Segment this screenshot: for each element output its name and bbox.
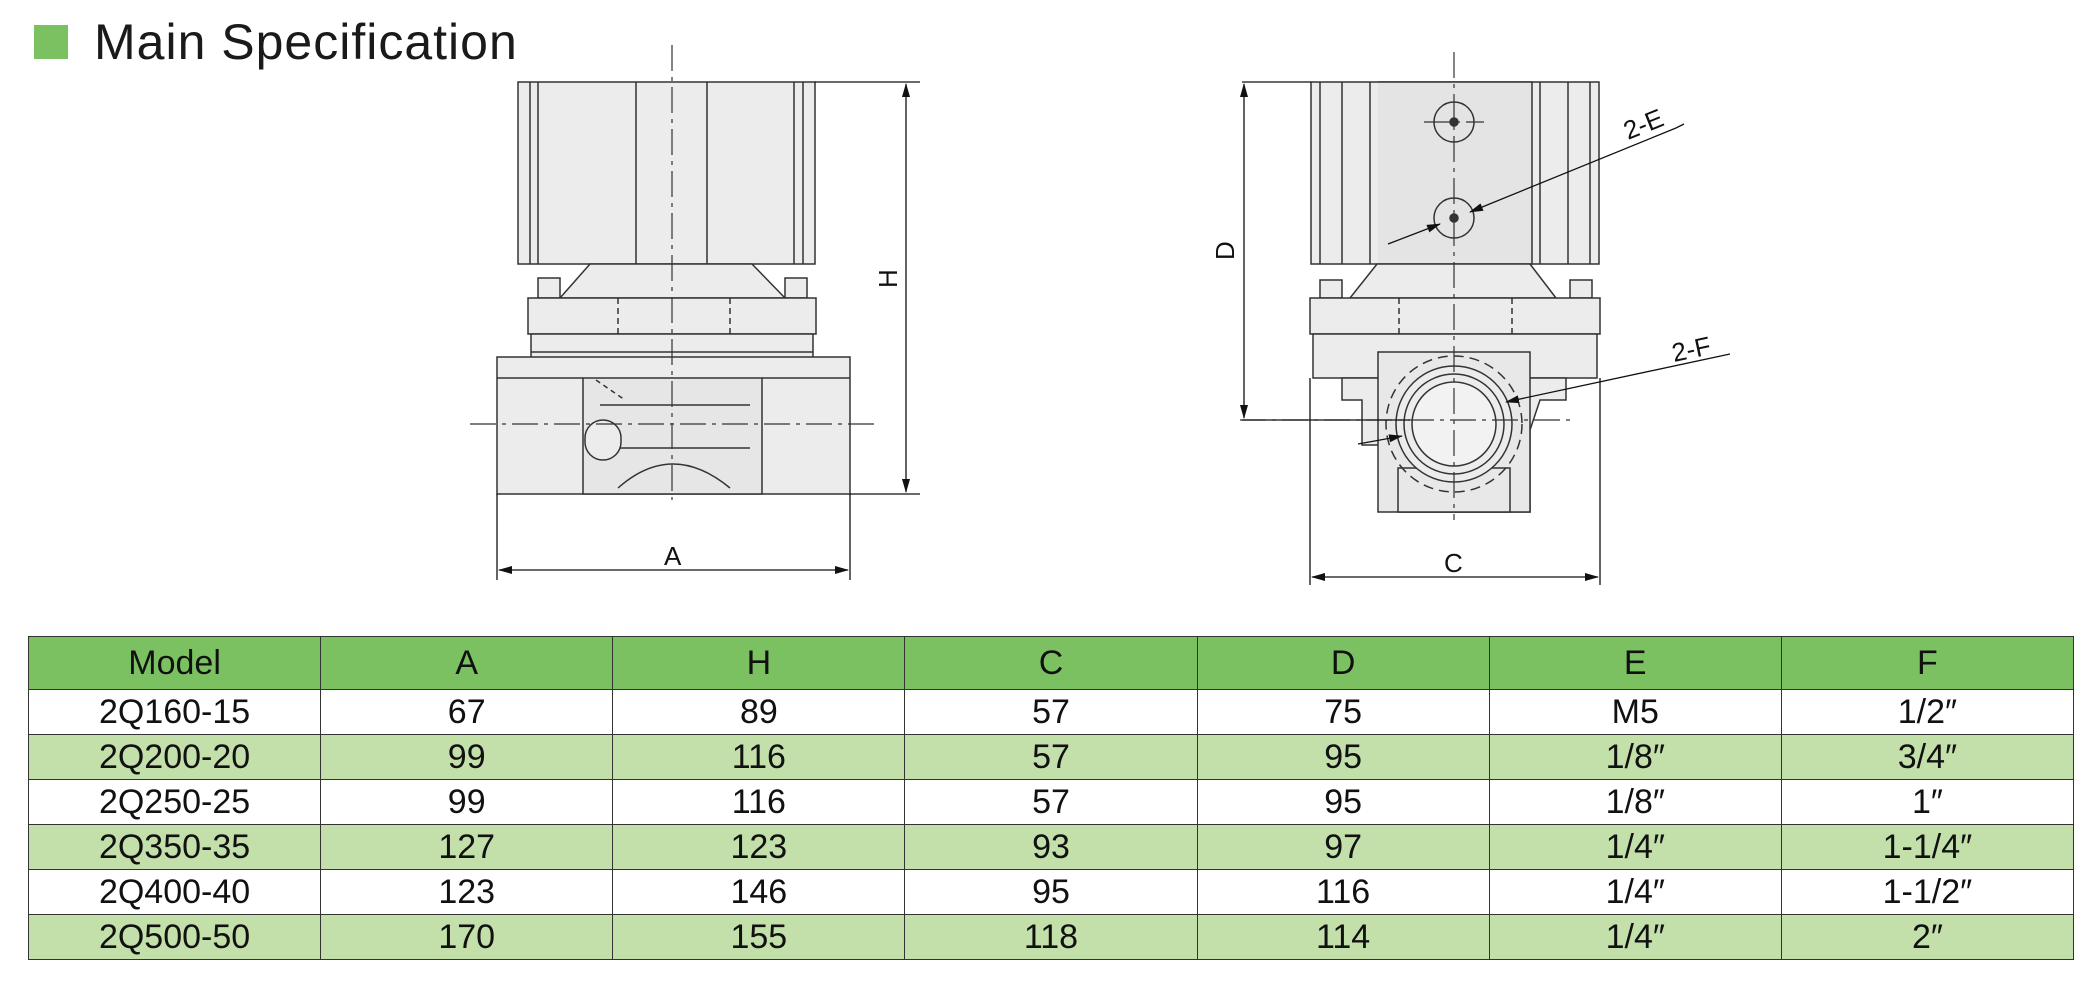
side-neck [1348, 263, 1558, 299]
front-centerlines [470, 45, 880, 500]
table-row: 2Q250-25 99 116 57 95 1/8″ 1″ [27, 779, 2075, 825]
table-row: 2Q160-15 67 89 57 75 M5 1/2″ [27, 689, 2075, 735]
table-cell: 116 [612, 779, 906, 825]
table-cell: 2Q200-20 [27, 734, 322, 780]
table-row: 2Q500-50 170 155 118 114 1/4″ 2″ [27, 914, 2075, 960]
table-cell: 1-1/2″ [1780, 869, 2075, 915]
col-header: D [1196, 636, 1490, 690]
table-header-row: Model A H C D E F [27, 636, 2075, 690]
table-cell: 95 [1196, 734, 1490, 780]
table-cell: 1-1/4″ [1780, 824, 2075, 870]
table-cell: 57 [904, 734, 1198, 780]
table-cell: 1/8″ [1488, 779, 1782, 825]
valve-dimension-drawing: A H [470, 45, 1731, 585]
table-cell: 75 [1196, 689, 1490, 735]
table-cell: 1″ [1780, 779, 2075, 825]
col-header: E [1488, 636, 1782, 690]
table-cell: M5 [1488, 689, 1782, 735]
col-header: Model [27, 636, 322, 690]
table-cell: 1/4″ [1488, 824, 1782, 870]
dim-label-2f: 2-F [1669, 330, 1713, 367]
table-cell: 95 [1196, 779, 1490, 825]
table-cell: 114 [1196, 914, 1490, 960]
side-dimensions [1240, 81, 1731, 585]
table-cell: 57 [904, 689, 1198, 735]
table-cell: 146 [612, 869, 906, 915]
spec-table: Model A H C D E F 2Q160-15 67 89 57 75 M… [27, 636, 2075, 960]
dim-label-h: H [873, 269, 903, 288]
col-header: F [1780, 636, 2075, 690]
dim-label-2e: 2-E [1619, 103, 1668, 146]
dim-label-a: A [664, 541, 682, 571]
table-cell: 1/4″ [1488, 869, 1782, 915]
table-cell: 1/8″ [1488, 734, 1782, 780]
dim-label-c: C [1444, 548, 1463, 578]
table-cell: 89 [612, 689, 906, 735]
table-cell: 1/4″ [1488, 914, 1782, 960]
table-cell: 2Q500-50 [27, 914, 322, 960]
col-header: H [612, 636, 906, 690]
table-cell: 118 [904, 914, 1198, 960]
table-row: 2Q350-35 127 123 93 97 1/4″ 1-1/4″ [27, 824, 2075, 870]
table-cell: 123 [612, 824, 906, 870]
front-view [496, 81, 851, 495]
table-cell: 155 [612, 914, 906, 960]
table-cell: 95 [904, 869, 1198, 915]
table-cell: 3/4″ [1780, 734, 2075, 780]
table-cell: 67 [320, 689, 614, 735]
table-cell: 57 [904, 779, 1198, 825]
table-cell: 97 [1196, 824, 1490, 870]
table-cell: 99 [320, 779, 614, 825]
table-cell: 123 [320, 869, 614, 915]
front-coil [517, 81, 816, 265]
page-title: Main Specification [94, 14, 518, 70]
table-cell: 2″ [1780, 914, 2075, 960]
table-cell: 2Q250-25 [27, 779, 322, 825]
col-header: C [904, 636, 1198, 690]
table-cell: 1/2″ [1780, 689, 2075, 735]
col-header: A [320, 636, 614, 690]
side-bonnet [1309, 297, 1601, 335]
table-row: 2Q200-20 99 116 57 95 1/8″ 3/4″ [27, 734, 2075, 780]
table-cell: 127 [320, 824, 614, 870]
table-cell: 93 [904, 824, 1198, 870]
section-title: Main Specification [34, 12, 518, 72]
table-cell: 2Q160-15 [27, 689, 322, 735]
table-cell: 116 [1196, 869, 1490, 915]
dim-label-d: D [1210, 241, 1240, 260]
table-row: 2Q400-40 123 146 95 116 1/4″ 1-1/2″ [27, 869, 2075, 915]
table-cell: 170 [320, 914, 614, 960]
table-cell: 2Q400-40 [27, 869, 322, 915]
table-cell: 2Q350-35 [27, 824, 322, 870]
table-cell: 99 [320, 734, 614, 780]
front-dimensions [496, 81, 920, 580]
side-view [1309, 81, 1601, 513]
green-square-icon [34, 25, 68, 59]
table-cell: 116 [612, 734, 906, 780]
